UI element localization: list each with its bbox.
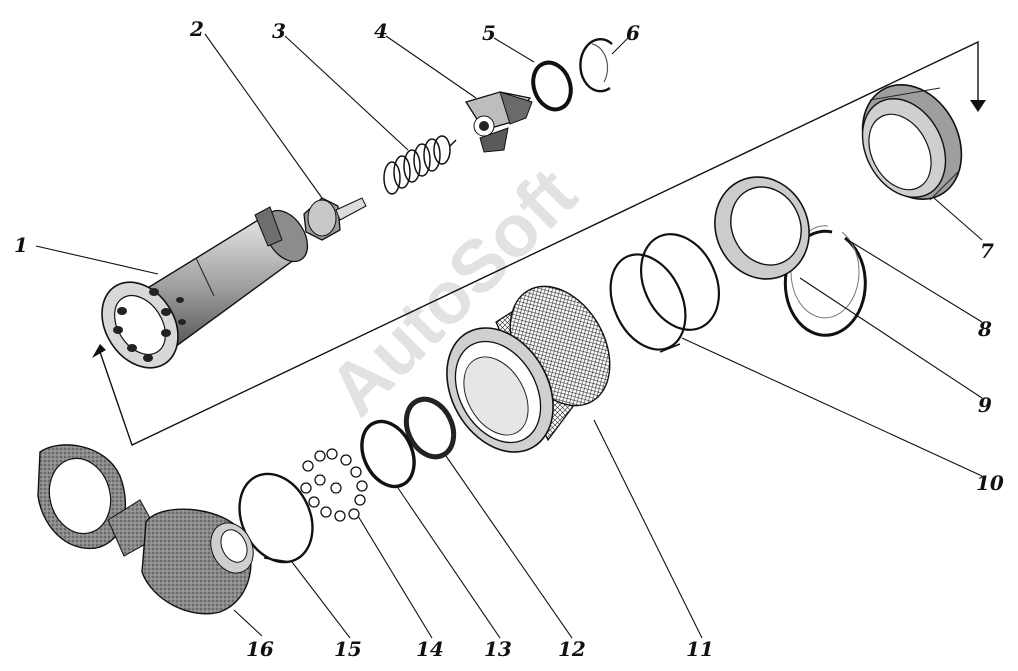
part-16-dust-cap — [37, 444, 254, 615]
leader-5 — [493, 37, 535, 63]
leader-3 — [284, 35, 409, 151]
leader-11 — [593, 419, 703, 639]
leader-lines — [35, 33, 983, 639]
label-5: 5 — [482, 21, 496, 45]
label-10: 10 — [976, 471, 1004, 495]
label-2: 2 — [189, 17, 204, 41]
label-8: 8 — [977, 317, 992, 341]
label-7: 7 — [980, 239, 994, 263]
part-7-cap-nut — [861, 83, 963, 201]
label-12: 12 — [558, 637, 586, 661]
label-14: 14 — [416, 637, 444, 661]
part-6-snap-ring — [579, 37, 613, 93]
part-13-washer — [360, 419, 416, 489]
part-10-spiral-ring — [609, 233, 720, 353]
leader-14 — [357, 515, 433, 639]
bracket-arrow-left — [92, 344, 106, 358]
leader-10 — [681, 337, 983, 477]
label-16: 16 — [246, 637, 274, 661]
part-labels: 1 2 3 4 5 6 7 8 9 10 11 12 13 14 15 16 — [14, 17, 1004, 661]
leader-16 — [233, 609, 263, 637]
label-3: 3 — [272, 19, 286, 43]
part-3-spring — [383, 135, 457, 195]
leader-4 — [385, 35, 477, 99]
part-1-valve-body — [101, 206, 309, 369]
leader-12 — [445, 455, 573, 639]
label-1: 1 — [14, 233, 28, 257]
label-11: 11 — [686, 637, 714, 661]
leader-6 — [611, 37, 629, 55]
label-13: 13 — [484, 637, 512, 661]
leader-13 — [397, 487, 501, 639]
leader-15 — [291, 561, 351, 639]
leader-2 — [204, 33, 323, 199]
leader-1 — [35, 245, 159, 275]
assembly-bracket-line — [99, 40, 979, 446]
part-11-knurled-nut — [446, 285, 611, 453]
leader-8 — [847, 239, 983, 323]
part-2-valve — [303, 197, 367, 241]
part-4-guide — [464, 91, 533, 153]
part-12-sealing-ring — [403, 396, 457, 460]
part-5-washer — [531, 60, 573, 112]
bracket-arrow-right — [970, 100, 986, 112]
label-6: 6 — [626, 21, 640, 45]
leader-9 — [799, 277, 983, 399]
label-9: 9 — [978, 393, 992, 417]
part-14-ball-set — [300, 448, 368, 522]
label-4: 4 — [374, 19, 388, 43]
part-9-flat-washer — [714, 176, 810, 280]
leader-7 — [933, 197, 983, 241]
label-15: 15 — [334, 637, 362, 661]
